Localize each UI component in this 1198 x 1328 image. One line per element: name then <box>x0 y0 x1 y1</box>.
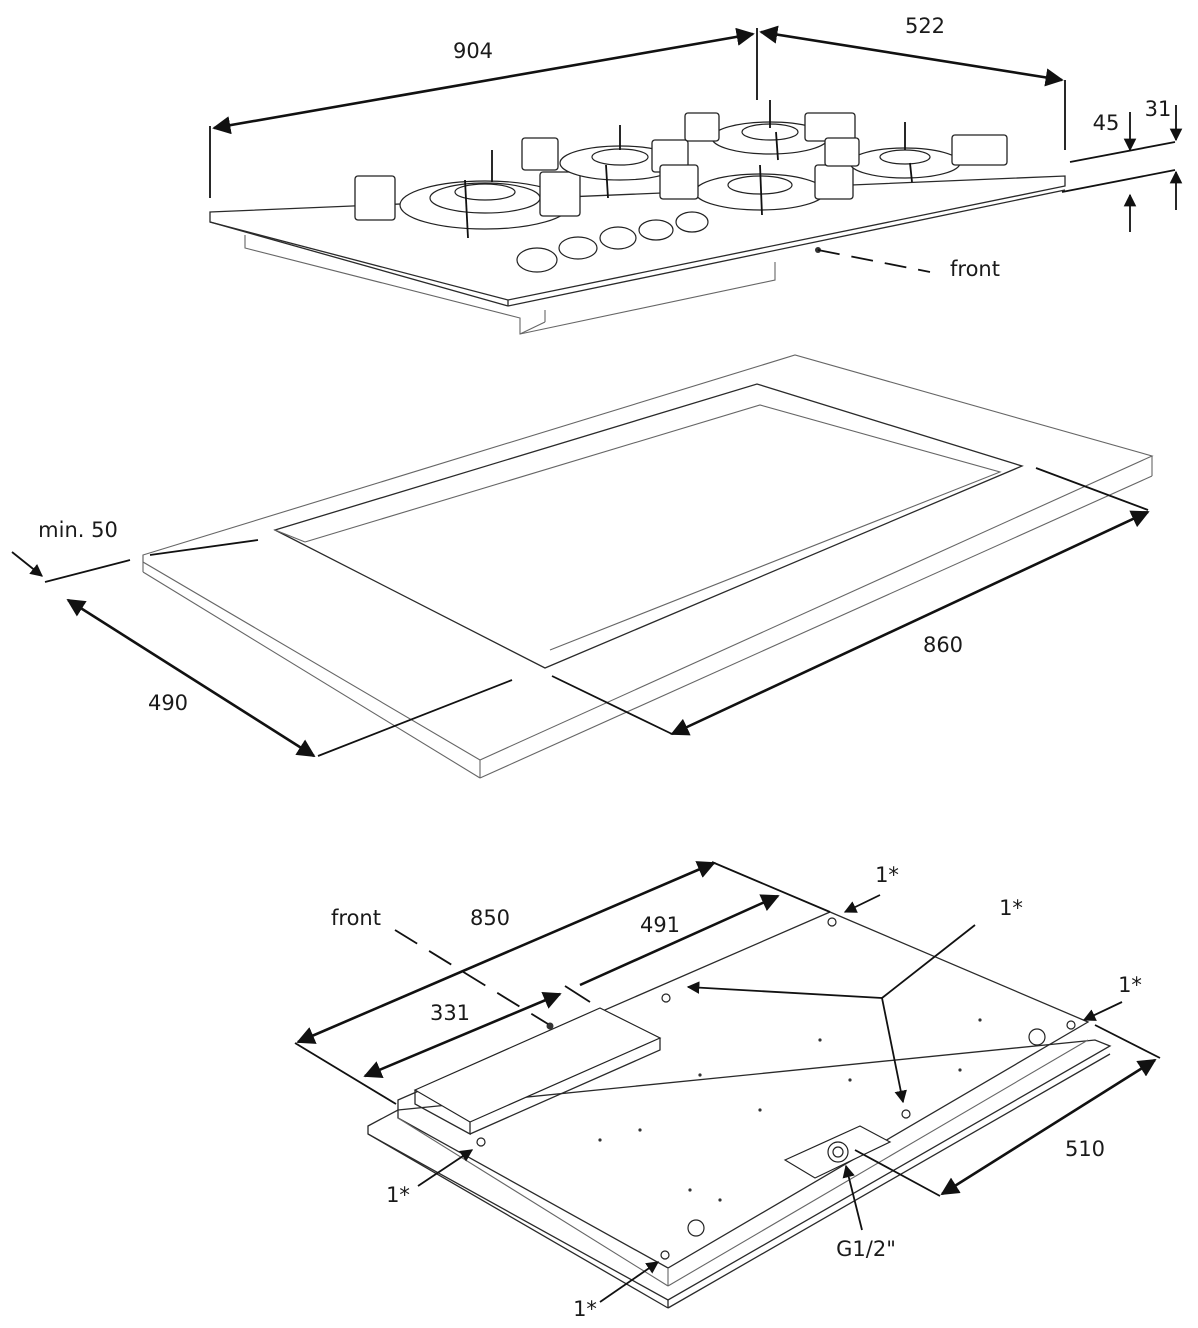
dim-offset-331: 331 <box>430 1001 470 1025</box>
dim-width-904: 904 <box>453 39 493 63</box>
dim-offset-491: 491 <box>640 913 680 937</box>
fixing-label-right: 1* <box>1118 973 1142 997</box>
front-label-underside: front <box>331 906 381 930</box>
dim-height-31: 31 <box>1145 97 1172 121</box>
dim-min-50: min. 50 <box>38 518 118 542</box>
front-label-top: front <box>950 257 1000 281</box>
burner-medium-center-front <box>659 164 854 216</box>
dim-length-850: 850 <box>470 906 510 930</box>
hob-view: 904 522 45 31 front <box>209 14 1183 335</box>
fixing-label-left: 1* <box>386 1183 410 1207</box>
hob-glass-top <box>209 175 1066 301</box>
dim-depth-522: 522 <box>905 14 945 38</box>
gas-connection-label: G1/2" <box>836 1237 896 1261</box>
fixing-label-center: 1* <box>999 896 1023 920</box>
burner-large-front-left <box>354 150 581 239</box>
dim-cutout-width-860: 860 <box>923 633 963 657</box>
dim-height-45: 45 <box>1093 111 1120 135</box>
fixing-label-top: 1* <box>875 863 899 887</box>
underside-box <box>413 1007 662 1123</box>
burner-small-right <box>824 122 1008 183</box>
dim-cutout-depth-490: 490 <box>148 691 188 715</box>
fixing-label-bottom: 1* <box>573 1297 597 1321</box>
control-knobs <box>516 211 709 273</box>
cutout-opening <box>273 383 1024 669</box>
burner-small-rear-left <box>521 125 689 199</box>
cutout-view: min. 50 490 860 <box>11 354 1154 779</box>
hob-body <box>244 235 776 335</box>
fixing-holes <box>476 917 1076 1260</box>
dim-depth-510: 510 <box>1065 1137 1105 1161</box>
underside-view: 850 491 331 front 510 G1/2" 1* 1* 1* 1* … <box>294 861 1161 1321</box>
worktop-outline <box>142 354 1154 761</box>
